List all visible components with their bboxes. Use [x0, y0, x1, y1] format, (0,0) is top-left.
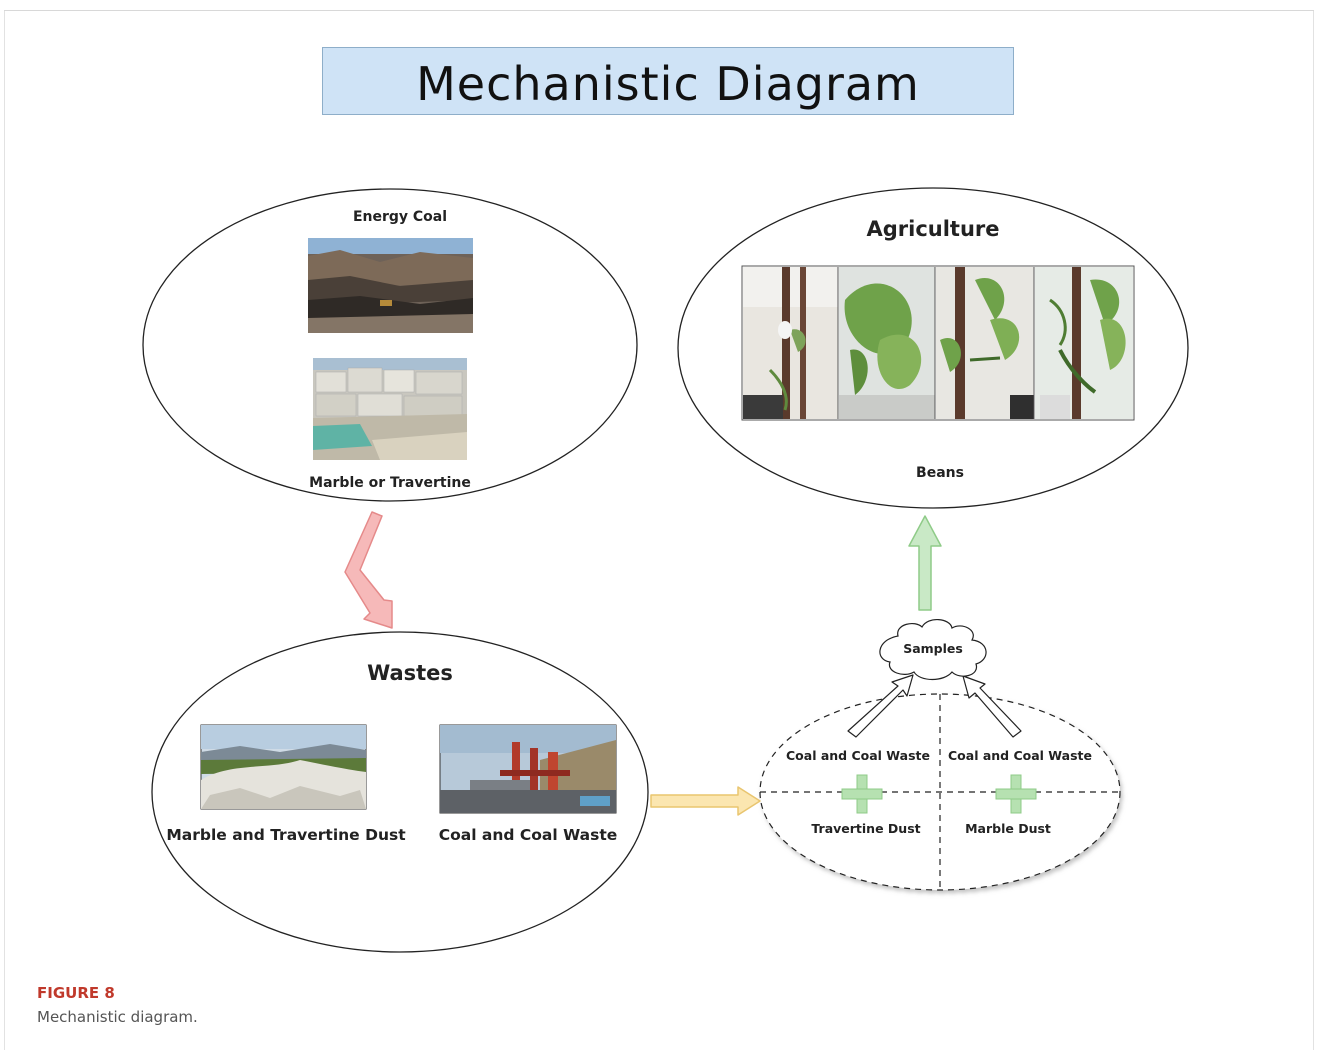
marble-travertine-label: Marble or Travertine [309, 475, 471, 491]
mix-top-right-label: Coal and Coal Waste [948, 748, 1092, 763]
mix-bottom-left-label: Travertine Dust [811, 821, 921, 836]
energy-coal-photo [308, 238, 473, 333]
agriculture-heading: Agriculture [866, 217, 1000, 241]
arrow-right-mix-to-samples [962, 675, 1022, 738]
coal-waste-photo [439, 724, 617, 814]
plus-icon-left [841, 774, 883, 814]
beans-photo-strip [741, 265, 1135, 421]
samples-label: Samples [903, 641, 963, 656]
marble-quarry-photo [313, 358, 467, 460]
marble-dust-photo [200, 724, 367, 810]
coal-waste-label: Coal and Coal Waste [438, 826, 618, 844]
diagram-title-box: Mechanistic Diagram [322, 47, 1014, 115]
arrow-wastes-to-mixtures [650, 786, 761, 816]
samples-cloud [879, 619, 987, 681]
figure-frame [4, 10, 1314, 1047]
figure-label: FIGURE 8 [37, 984, 115, 1002]
arrow-left-mix-to-samples [847, 674, 914, 738]
plus-icon-right [995, 774, 1037, 814]
wastes-ellipse [151, 631, 649, 953]
diagram-title: Mechanistic Diagram [416, 57, 920, 111]
figure-frame-right [1313, 10, 1314, 1050]
wastes-heading: Wastes [367, 661, 453, 685]
beans-label: Beans [916, 465, 964, 481]
marble-dust-label: Marble and Travertine Dust [166, 826, 406, 844]
figure-caption: Mechanistic diagram. [37, 1008, 198, 1026]
figure-frame-left [4, 10, 5, 1050]
energy-coal-label: Energy Coal [352, 209, 448, 225]
arrow-sources-to-wastes [344, 511, 393, 629]
arrow-samples-to-agriculture [908, 515, 942, 611]
mix-top-left-label: Coal and Coal Waste [786, 748, 930, 763]
sources-ellipse [142, 188, 638, 502]
mix-bottom-right-label: Marble Dust [965, 821, 1051, 836]
